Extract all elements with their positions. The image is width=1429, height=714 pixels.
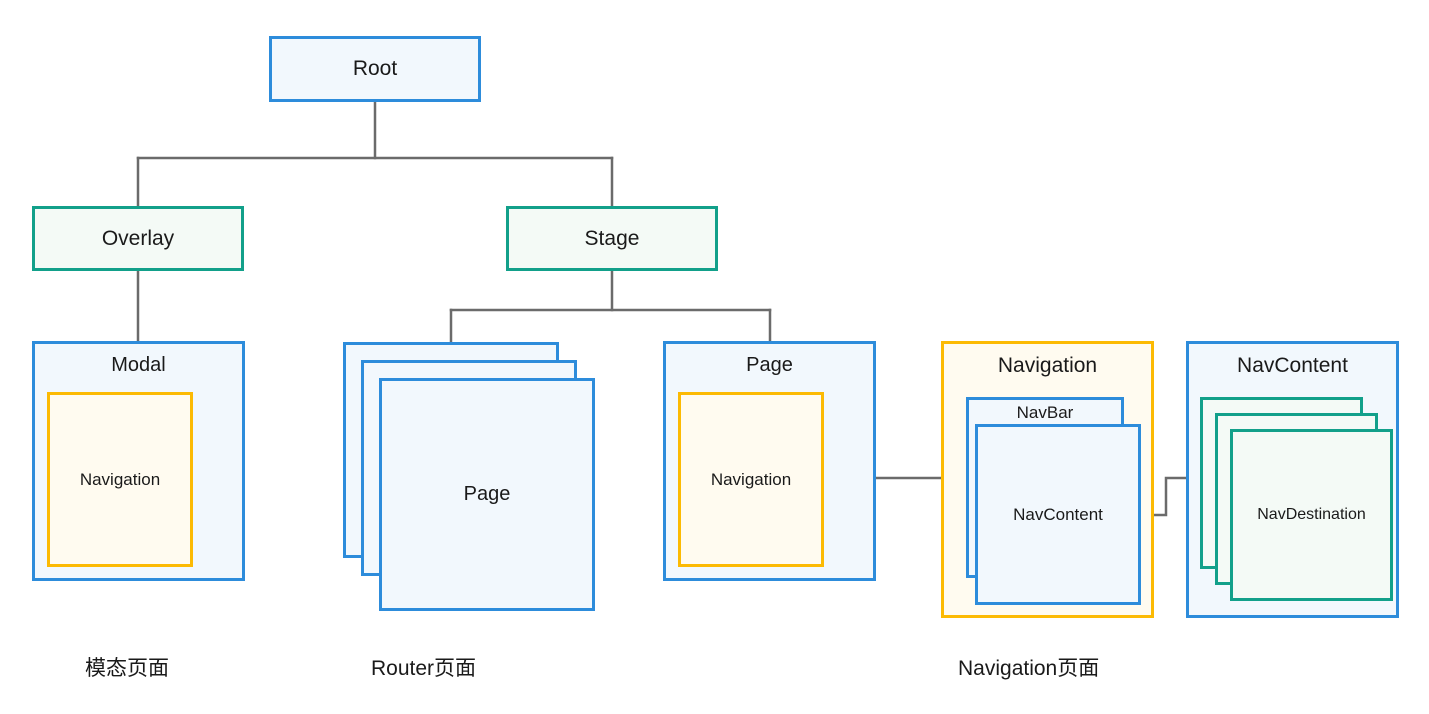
caption-modal-group: 模态页面 [85,657,169,680]
node-modal-navigation-label: Navigation [79,469,161,489]
node-stage[interactable]: Stage [506,206,718,271]
node-navigation-panel-label: Navigation [997,354,1098,377]
node-stage-page-navigation[interactable]: Navigation [678,392,824,567]
node-stage-label: Stage [584,226,640,250]
router-page-label: Page [463,483,511,506]
node-navbar-label: NavBar [1016,403,1074,422]
caption-router-group: Router页面 [371,657,477,680]
node-stage-page-navigation-label: Navigation [710,469,792,489]
node-navigation-navcontent-label: NavContent [1013,504,1103,524]
node-root[interactable]: Root [269,36,481,102]
node-navcontent-panel-label: NavContent [1237,354,1348,377]
node-overlay-label: Overlay [101,226,175,250]
node-root-label: Root [352,57,398,81]
navdestination-label: NavDestination [1257,506,1366,524]
node-navigation-navcontent[interactable]: NavContent [975,424,1141,605]
router-page-card-front[interactable]: Page [379,378,595,611]
node-stage-page-label: Page [746,354,793,376]
node-modal-navigation[interactable]: Navigation [47,392,193,567]
node-overlay[interactable]: Overlay [32,206,244,271]
node-modal-label: Modal [111,354,166,376]
router-page-stack: Page [343,342,603,612]
navdestination-stack: NavDestination [1200,397,1393,607]
navdestination-card-front[interactable]: NavDestination [1230,429,1393,601]
caption-navigation-group: Navigation页面 [958,657,1100,680]
